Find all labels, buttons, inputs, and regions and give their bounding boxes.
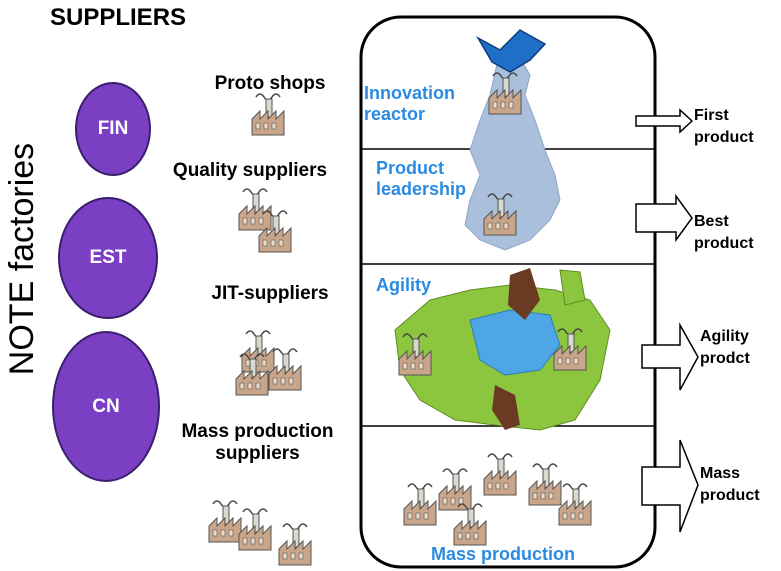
- factory-icon: [241, 330, 275, 373]
- factory-icon: [278, 523, 312, 566]
- factory-icon: [208, 500, 242, 543]
- factory-label-cn: CN: [92, 395, 120, 417]
- page-title: SUPPLIERS: [50, 4, 187, 31]
- arrow-icon: [635, 193, 693, 243]
- zone-label-mass: Mass production: [431, 544, 576, 564]
- europe-map: [394, 268, 611, 431]
- arrow-icon: [641, 322, 699, 391]
- factory-oval-est: EST: [58, 197, 158, 319]
- factory-label-fin: FIN: [97, 118, 129, 139]
- arrow-icon: [641, 439, 699, 533]
- zone-label-agility: Agility: [376, 275, 432, 295]
- factory-icon: [238, 508, 272, 551]
- factory-oval-cn: CN: [52, 331, 160, 482]
- supplier-jit: JIT-suppliers: [211, 283, 329, 304]
- factory-icon: [238, 188, 272, 231]
- arrow-icon: [635, 108, 694, 134]
- factory-icon: [251, 93, 285, 136]
- supplier-proto-shops: Proto shops: [214, 73, 326, 94]
- supplier-quality: Quality suppliers: [172, 160, 328, 181]
- factory-oval-fin: FIN: [75, 82, 151, 176]
- factory-label-est: EST: [89, 247, 127, 268]
